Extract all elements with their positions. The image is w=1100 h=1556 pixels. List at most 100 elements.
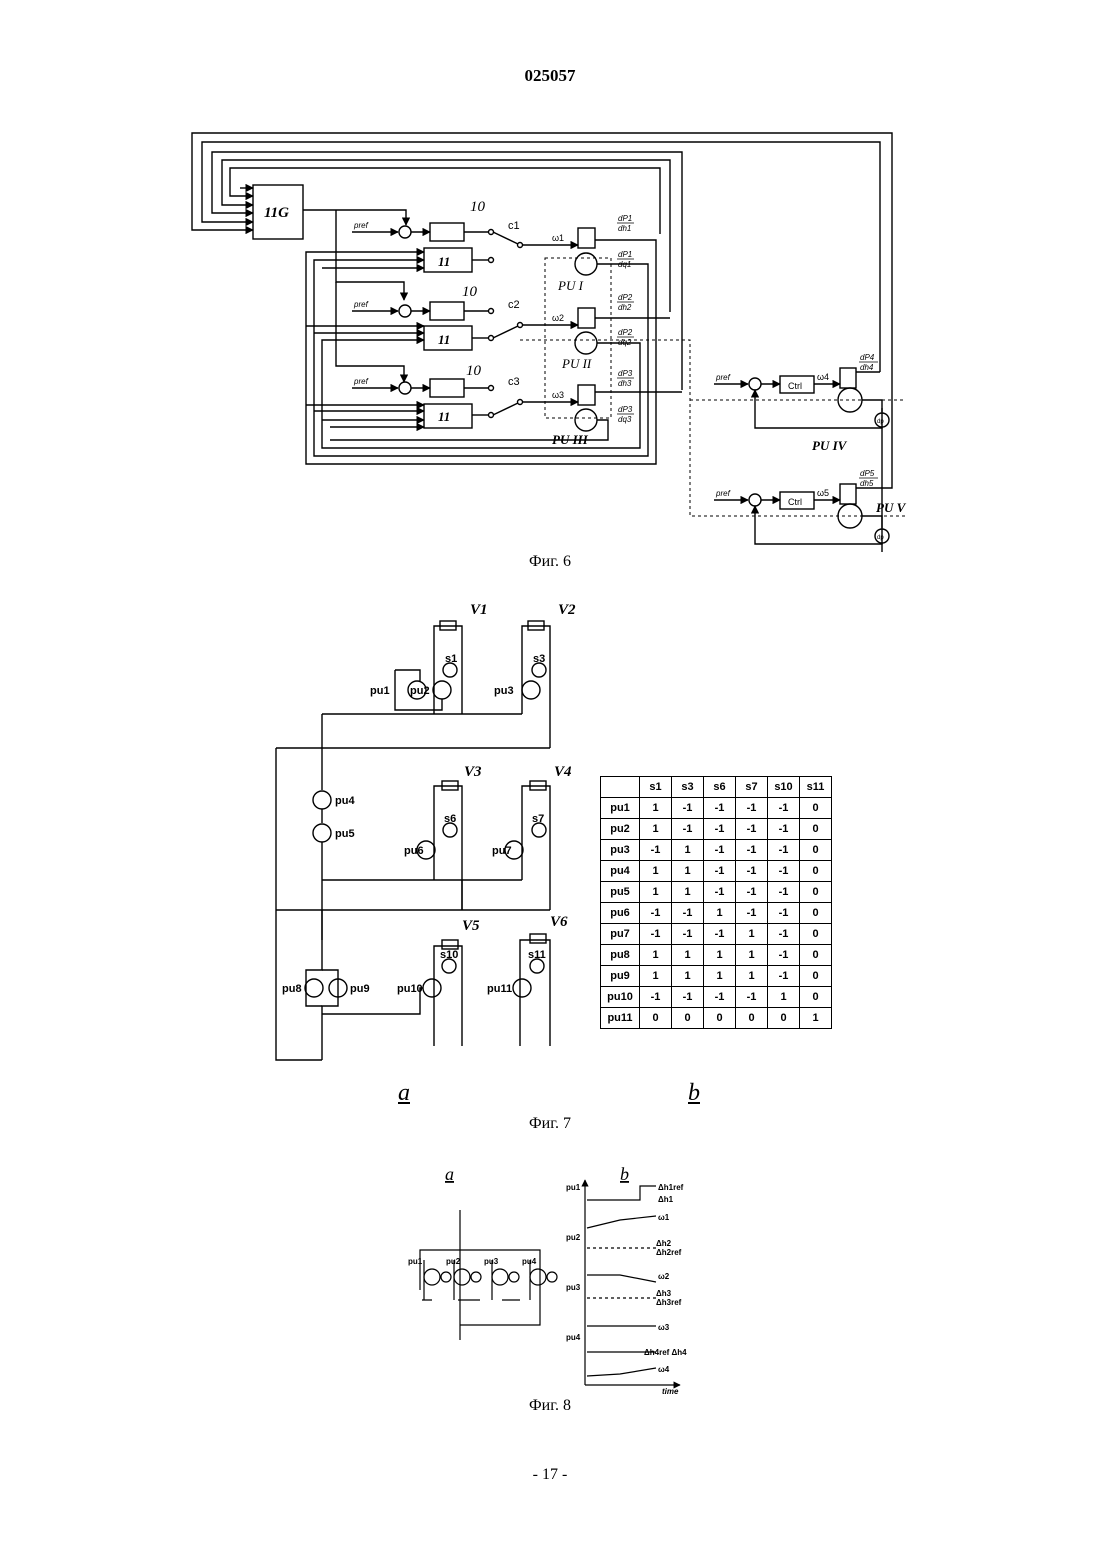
table-cell: -1 <box>704 798 736 819</box>
pump-pu10-label: pu10 <box>397 983 423 995</box>
valve-v6-label: V6 <box>550 914 568 930</box>
table-cell: -1 <box>704 819 736 840</box>
table-cell: 0 <box>768 1008 800 1029</box>
table-cell: 1 <box>640 861 672 882</box>
table-cell: 1 <box>640 798 672 819</box>
column-header: s6 <box>704 777 736 798</box>
table-cell: -1 <box>672 798 704 819</box>
table-cell: -1 <box>704 987 736 1008</box>
table-cell: 0 <box>704 1008 736 1029</box>
sensor-s3-label: s3 <box>533 653 545 665</box>
table-cell: 0 <box>800 903 832 924</box>
dp2-numerator-a: dP2 <box>618 293 633 302</box>
figure-8-sub-a-label: a <box>445 1164 454 1184</box>
valve-v1-label: V1 <box>470 602 488 618</box>
sensor-s10-label: s10 <box>440 949 458 961</box>
figure-6-caption: Фиг. 6 <box>0 553 1100 571</box>
figure-7-sub-b-label: b <box>688 1080 700 1107</box>
table-cell: 1 <box>672 861 704 882</box>
table-cell: -1 <box>736 903 768 924</box>
pu-v-label: PU V <box>876 500 907 515</box>
chart-label-dh3ref: Δh3ref <box>656 1298 682 1307</box>
chart-label-dh2: Δh2 <box>656 1239 672 1248</box>
table-row: pu511-1-1-10 <box>601 882 832 903</box>
pu-i-label: PU I <box>557 278 584 293</box>
column-header: s11 <box>800 777 832 798</box>
pref-label-1: pref <box>353 221 369 230</box>
omega-5-label: ω5 <box>817 488 829 498</box>
pump-pu3-label-fig8: pu3 <box>484 1257 499 1266</box>
table-cell: -1 <box>736 819 768 840</box>
page-number: - 17 - <box>0 1466 1100 1484</box>
dp-label-5: dp <box>877 535 884 541</box>
table-cell: -1 <box>736 798 768 819</box>
table-cell: 0 <box>800 882 832 903</box>
dp4-numerator: dP4 <box>860 353 875 362</box>
table-cell: -1 <box>736 882 768 903</box>
switch-c2-label: c2 <box>508 299 520 311</box>
chart-label-w1: ω1 <box>658 1213 670 1222</box>
valve-v5-label: V5 <box>462 918 480 934</box>
chart-label-time: time <box>662 1387 679 1396</box>
table-cell: 1 <box>672 966 704 987</box>
row-header: pu5 <box>601 882 640 903</box>
dp3-numerator-a: dP3 <box>618 369 633 378</box>
controller-11g-label: 11G <box>264 205 289 221</box>
figure-8-diagram: a b pu1 pu2 pu3 pu4 pu1 pu2 pu3 pu4 Δh1r… <box>380 1160 720 1400</box>
column-header: s3 <box>672 777 704 798</box>
table-cell: -1 <box>768 798 800 819</box>
table-row: pu7-1-1-11-10 <box>601 924 832 945</box>
dh3-denominator: dh3 <box>618 379 632 388</box>
pump-pu7-label: pu7 <box>492 845 512 857</box>
figure-7-sub-a-label: a <box>398 1080 410 1107</box>
pump-pu5-label: pu5 <box>335 828 355 840</box>
table-cell: 1 <box>672 882 704 903</box>
table-row: pu11000001 <box>601 1008 832 1029</box>
table-row: pu10-1-1-1-110 <box>601 987 832 1008</box>
pump-pu9-label: pu9 <box>350 983 370 995</box>
table-cell: -1 <box>704 840 736 861</box>
table-cell: -1 <box>768 882 800 903</box>
table-cell: 0 <box>672 1008 704 1029</box>
table-cell: 1 <box>704 903 736 924</box>
chart-label-pu3: pu3 <box>566 1283 581 1292</box>
table-cell: 1 <box>672 945 704 966</box>
table-cell: 1 <box>640 819 672 840</box>
chart-label-dh3: Δh3 <box>656 1289 672 1298</box>
pump-pu8-label: pu8 <box>282 983 302 995</box>
table-cell: 1 <box>736 966 768 987</box>
table-cell: 1 <box>640 966 672 987</box>
dh4-denominator: dh4 <box>860 363 874 372</box>
dh2-denominator: dh2 <box>618 303 632 312</box>
table-cell: -1 <box>704 924 736 945</box>
table-cell: -1 <box>768 966 800 987</box>
table-cell: -1 <box>672 903 704 924</box>
dq1-denominator: dq1 <box>618 260 631 269</box>
pu-iii-label: PU III <box>552 432 589 447</box>
pump-pu11-label: pu11 <box>487 983 512 995</box>
table-corner-cell <box>601 777 640 798</box>
dp1-numerator-a: dP1 <box>618 214 632 223</box>
dh1-denominator: dh1 <box>618 224 631 233</box>
chart-label-w3: ω3 <box>658 1323 670 1332</box>
pref-label-5: pref <box>715 489 731 498</box>
chart-label-pu4: pu4 <box>566 1333 581 1342</box>
row-header: pu1 <box>601 798 640 819</box>
pump-pu4-label: pu4 <box>335 795 355 807</box>
table-cell: -1 <box>672 987 704 1008</box>
table-cell: 1 <box>736 945 768 966</box>
dp5-numerator: dP5 <box>860 469 875 478</box>
table-cell: 1 <box>704 945 736 966</box>
table-cell: 0 <box>800 945 832 966</box>
block-11-label-1: 11 <box>438 254 450 269</box>
table-cell: 0 <box>640 1008 672 1029</box>
table-cell: 0 <box>800 840 832 861</box>
valve-v2-label: V2 <box>558 602 576 618</box>
omega-4-label: ω4 <box>817 372 829 382</box>
table-cell: -1 <box>640 924 672 945</box>
pref-label-2: pref <box>353 300 369 309</box>
chart-label-dh4: Δh4ref Δh4 <box>644 1348 687 1357</box>
table-cell: -1 <box>672 924 704 945</box>
dp3-numerator-b: dP3 <box>618 405 633 414</box>
omega-2-label: ω2 <box>552 313 564 323</box>
